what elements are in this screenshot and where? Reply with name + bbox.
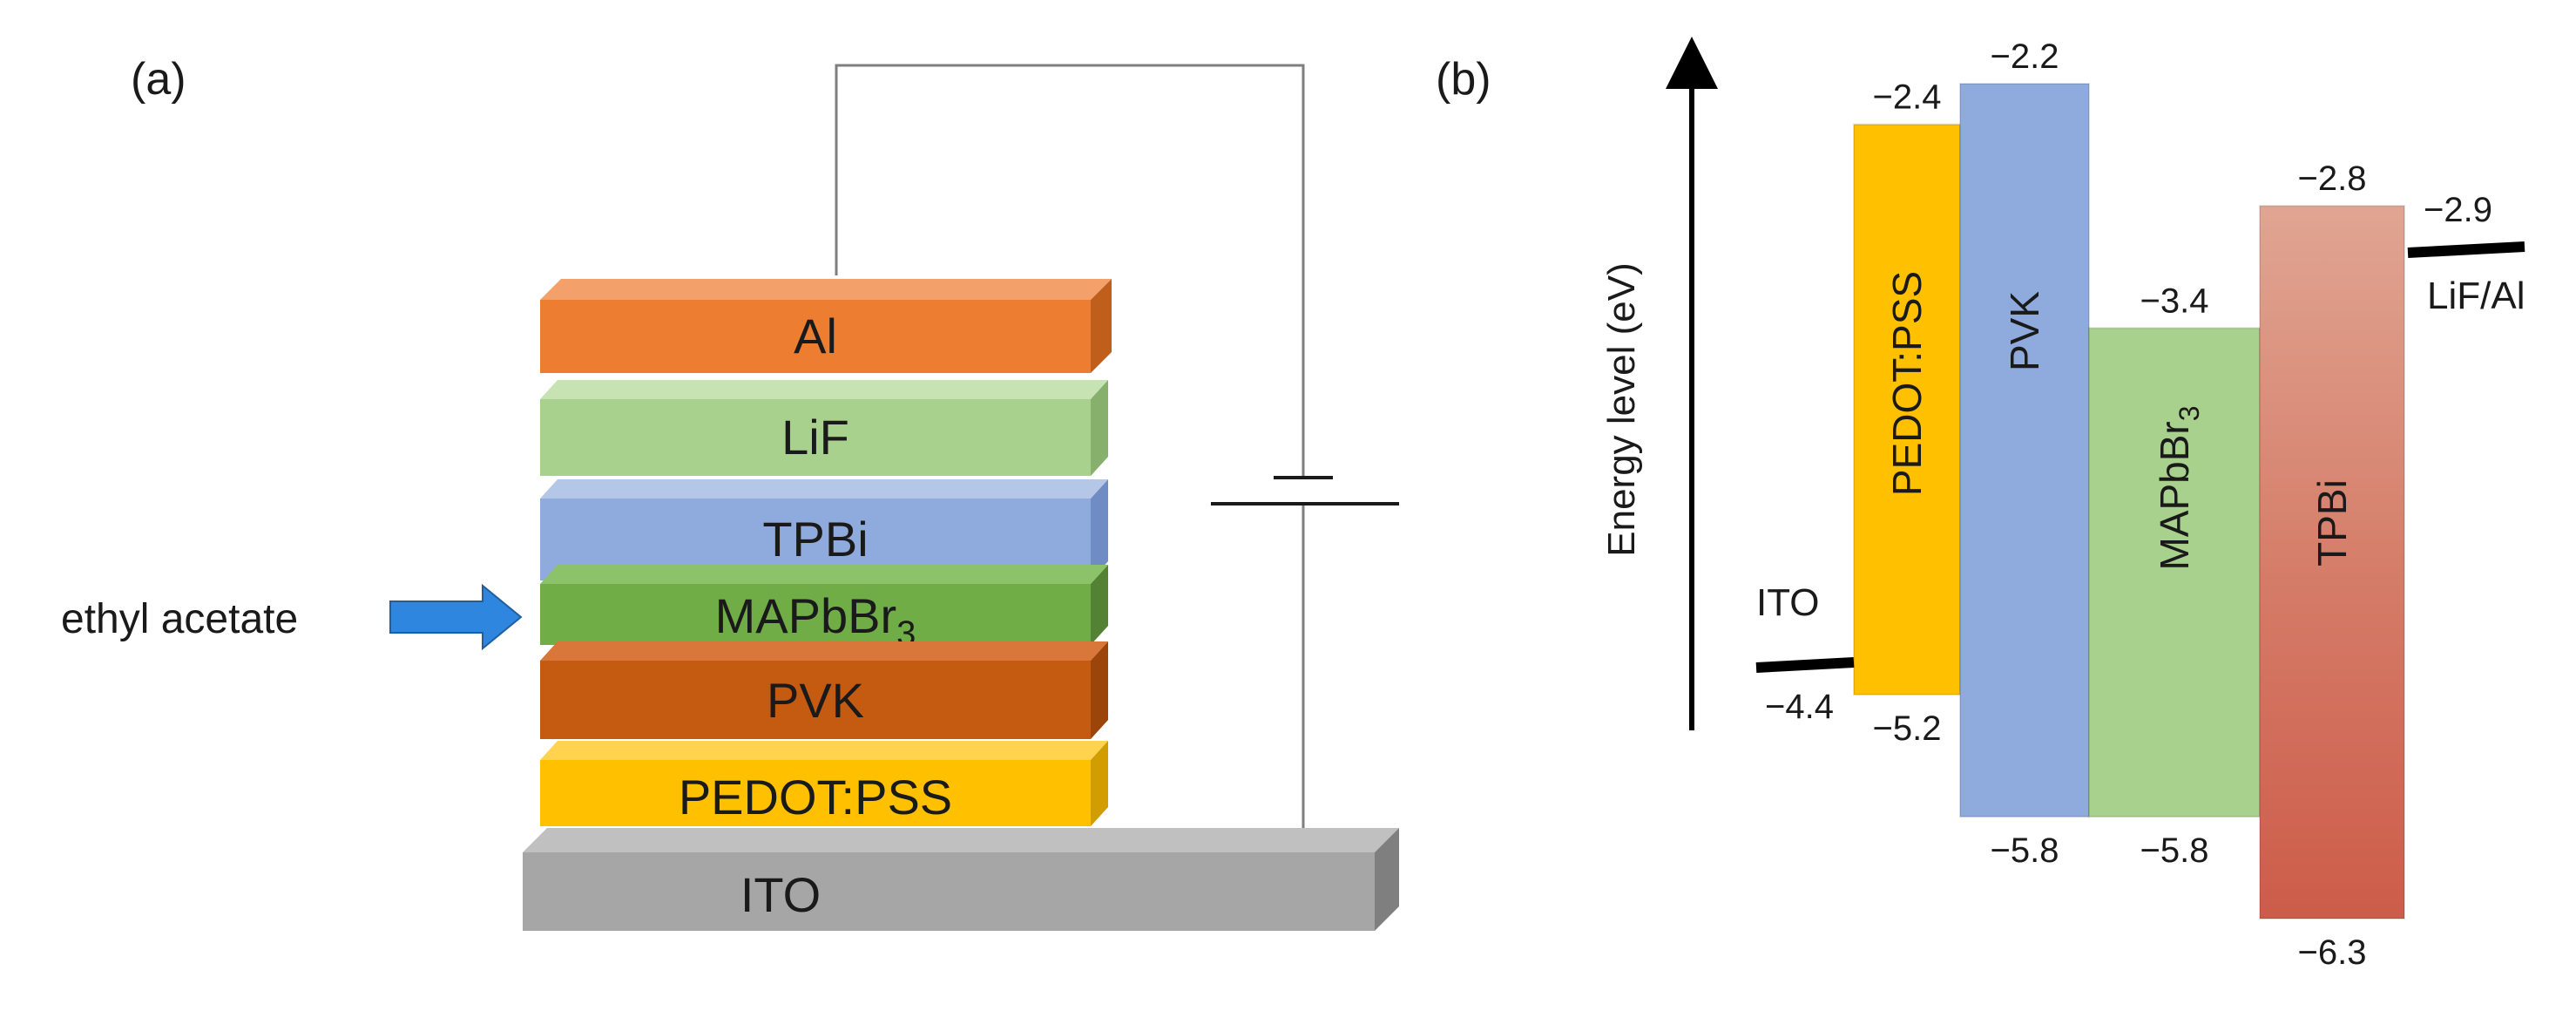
energy-bar-pedot-pss-rect bbox=[1853, 123, 1961, 695]
layer-lif-label: LiF bbox=[781, 410, 849, 465]
layer-pedot-pss-label: PEDOT:PSS bbox=[679, 770, 952, 824]
energy-bar-pvk-rect bbox=[1959, 83, 2090, 818]
ito-level-name: ITO bbox=[1756, 581, 1820, 624]
panel-b: (b) Energy level (eV) −2.4−5.2PEDOT:PSS−… bbox=[1436, 37, 2525, 972]
ethyl-acetate-arrow-icon bbox=[389, 583, 523, 651]
energy-axis-label: Energy level (eV) bbox=[1600, 262, 1643, 556]
lif-al-level-value: −2.9 bbox=[2424, 191, 2492, 229]
layer-lif: LiF bbox=[540, 380, 1108, 476]
energy-bar-pedot-pss-name: PEDOT:PSS bbox=[1884, 271, 1930, 496]
layer-mapbbr3: MAPbBr3 bbox=[540, 565, 1108, 653]
energy-bar-pvk-name: PVK bbox=[2002, 291, 2047, 371]
energy-bar-tpbi-name: TPBi bbox=[2309, 479, 2355, 567]
layer-pedot-pss: PEDOT:PSS bbox=[540, 741, 1108, 826]
layer-al: Al bbox=[540, 279, 1112, 373]
energy-bar-tpbi-top-value: −2.8 bbox=[2298, 159, 2367, 198]
energy-bar-pedot-pss-bottom-value: −5.2 bbox=[1873, 709, 1942, 748]
ito-level-value: −4.4 bbox=[1765, 688, 1834, 726]
ito-level-line bbox=[1755, 657, 1855, 673]
energy-bar-tpbi-rect bbox=[2259, 205, 2405, 919]
panel-a-label: (a) bbox=[131, 54, 186, 105]
energy-bar-pvk: −2.2 −5.8 PVK bbox=[1959, 37, 2090, 870]
circuit-wire bbox=[835, 64, 1305, 478]
energy-bar-mapbbr3: −3.4 −5.8 MAPbBr3 bbox=[2088, 282, 2261, 870]
energy-bar-pedot-pss: −2.4 −5.2 PEDOT:PSS bbox=[1853, 78, 1961, 748]
energy-bar-tpbi-bottom-value: −6.3 bbox=[2298, 933, 2367, 972]
layer-pvk-label: PVK bbox=[767, 673, 864, 728]
energy-bar-mapbbr3-rect bbox=[2088, 327, 2261, 818]
energy-bar-mapbbr3-top-value: −3.4 bbox=[2140, 282, 2209, 320]
layer-ito: ITO bbox=[523, 828, 1399, 931]
energy-bar-tpbi: −2.8 −6.3 TPBi bbox=[2259, 159, 2405, 972]
layer-al-label: Al bbox=[794, 309, 837, 363]
panel-b-label: (b) bbox=[1436, 54, 1491, 105]
lif-al-level-line bbox=[2407, 241, 2525, 258]
energy-bar-mapbbr3-bottom-value: −5.8 bbox=[2140, 831, 2209, 870]
layer-ito-label: ITO bbox=[740, 867, 821, 922]
layer-tpbi-label: TPBi bbox=[762, 512, 868, 567]
energy-bar-mapbbr3-name: MAPbBr3 bbox=[2152, 405, 2205, 570]
layer-pvk: PVK bbox=[540, 641, 1108, 739]
lif-al-level-name: LiF/Al bbox=[2427, 275, 2525, 317]
energy-bars: −2.4 −5.2 PEDOT:PSS −2.2 −5.8 PVK −3.4 −5.8 MAPb… bbox=[1853, 37, 2405, 972]
energy-bar-pvk-bottom-value: −5.8 bbox=[1991, 831, 2059, 870]
ethyl-acetate-label: ethyl acetate bbox=[61, 596, 298, 642]
layer-mapbbr3-label: MAPbBr3 bbox=[715, 588, 916, 653]
panel-a: (a) Al LiF TPBi MAPbBr3 bbox=[61, 54, 1399, 931]
energy-bar-pedot-pss-top-value: −2.4 bbox=[1873, 78, 1942, 117]
energy-bar-pvk-top-value: −2.2 bbox=[1991, 37, 2059, 76]
